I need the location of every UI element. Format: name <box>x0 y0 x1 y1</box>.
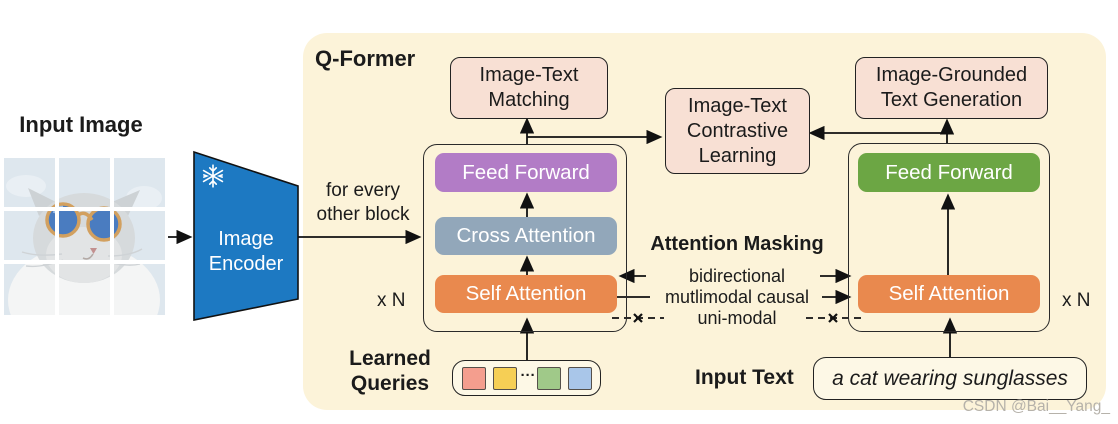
right-self-attention-chip: Self Attention <box>858 275 1040 313</box>
query-ellipsis: ··· <box>520 367 536 384</box>
query-transformer-block <box>423 144 627 332</box>
input-image-label: Input Image <box>19 112 143 137</box>
image-text-contrastive-box: Image-Text Contrastive Learning <box>665 88 810 174</box>
snowflake-icon <box>202 164 224 188</box>
image-encoder-label: Image Encoder <box>208 228 284 275</box>
masking-row-bidirectional: bidirectional <box>688 266 786 286</box>
watermark: CSDN @Bai__Yang_ <box>962 398 1110 415</box>
image-grounded-generation-box: Image-Grounded Text Generation <box>855 57 1048 119</box>
query-token-yellow <box>493 367 517 390</box>
query-token-blue <box>568 367 592 390</box>
input-image-thumbnail <box>4 158 165 315</box>
left-repeat-label: x N <box>377 290 406 311</box>
query-token-red <box>462 367 486 390</box>
text-transformer-block <box>848 143 1050 332</box>
masking-row-unimodal: uni-modal <box>697 308 777 328</box>
left-self-attention-chip: Self Attention <box>435 275 617 313</box>
image-text-matching-box: Image-Text Matching <box>450 57 608 119</box>
input-text-box: a cat wearing sunglasses <box>813 357 1087 400</box>
image-encoder-shape <box>193 150 299 321</box>
blocked-x-icon <box>633 313 838 323</box>
left-feed-forward-chip: Feed Forward <box>435 153 617 192</box>
input-text-label: Input Text <box>695 366 794 389</box>
for-every-other-block-label: for every other block <box>316 180 410 225</box>
attention-masking-title: Attention Masking <box>650 233 824 255</box>
query-token-green <box>537 367 561 390</box>
left-cross-attention-chip: Cross Attention <box>435 217 617 255</box>
learned-queries-label: Learned Queries <box>349 347 431 395</box>
right-feed-forward-chip: Feed Forward <box>858 153 1040 192</box>
masking-row-multimodal-causal: mutlimodal causal <box>664 287 810 307</box>
right-repeat-label: x N <box>1062 290 1091 311</box>
qformer-title: Q-Former <box>315 46 416 71</box>
